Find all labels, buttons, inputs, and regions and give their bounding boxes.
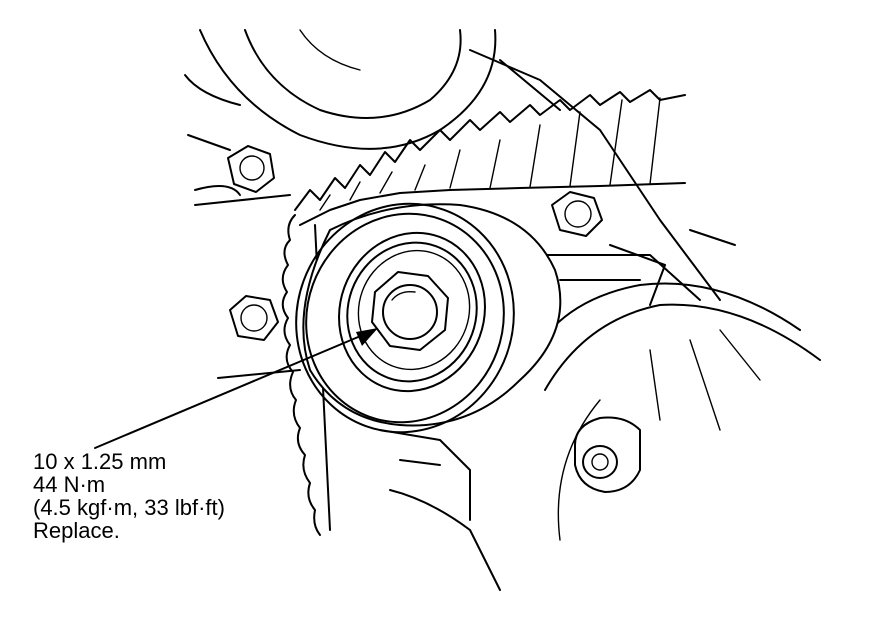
bolt-size-label: 10 x 1.25 mm xyxy=(33,449,167,474)
timing-belt-top xyxy=(294,89,686,226)
reference-line xyxy=(217,369,301,379)
housing-bolt-upper-left xyxy=(227,145,275,193)
camshaft-gear xyxy=(529,282,821,541)
tensioner-bolt xyxy=(371,271,449,351)
housing-bolt-left xyxy=(229,295,279,341)
callout-arrow xyxy=(94,328,378,449)
torque-callout: 10 x 1.25 mm 44 N·m (4.5 kgf·m, 33 lbf·f… xyxy=(33,450,225,542)
housing-bolt-right xyxy=(551,191,603,237)
mounting-boss xyxy=(574,416,641,493)
replace-note: Replace. xyxy=(33,518,120,543)
torque-nm-label: 44 N·m xyxy=(33,472,106,497)
torque-alt-label: (4.5 kgf·m, 33 lbf·ft) xyxy=(33,495,225,520)
upper-pulley xyxy=(199,29,497,150)
